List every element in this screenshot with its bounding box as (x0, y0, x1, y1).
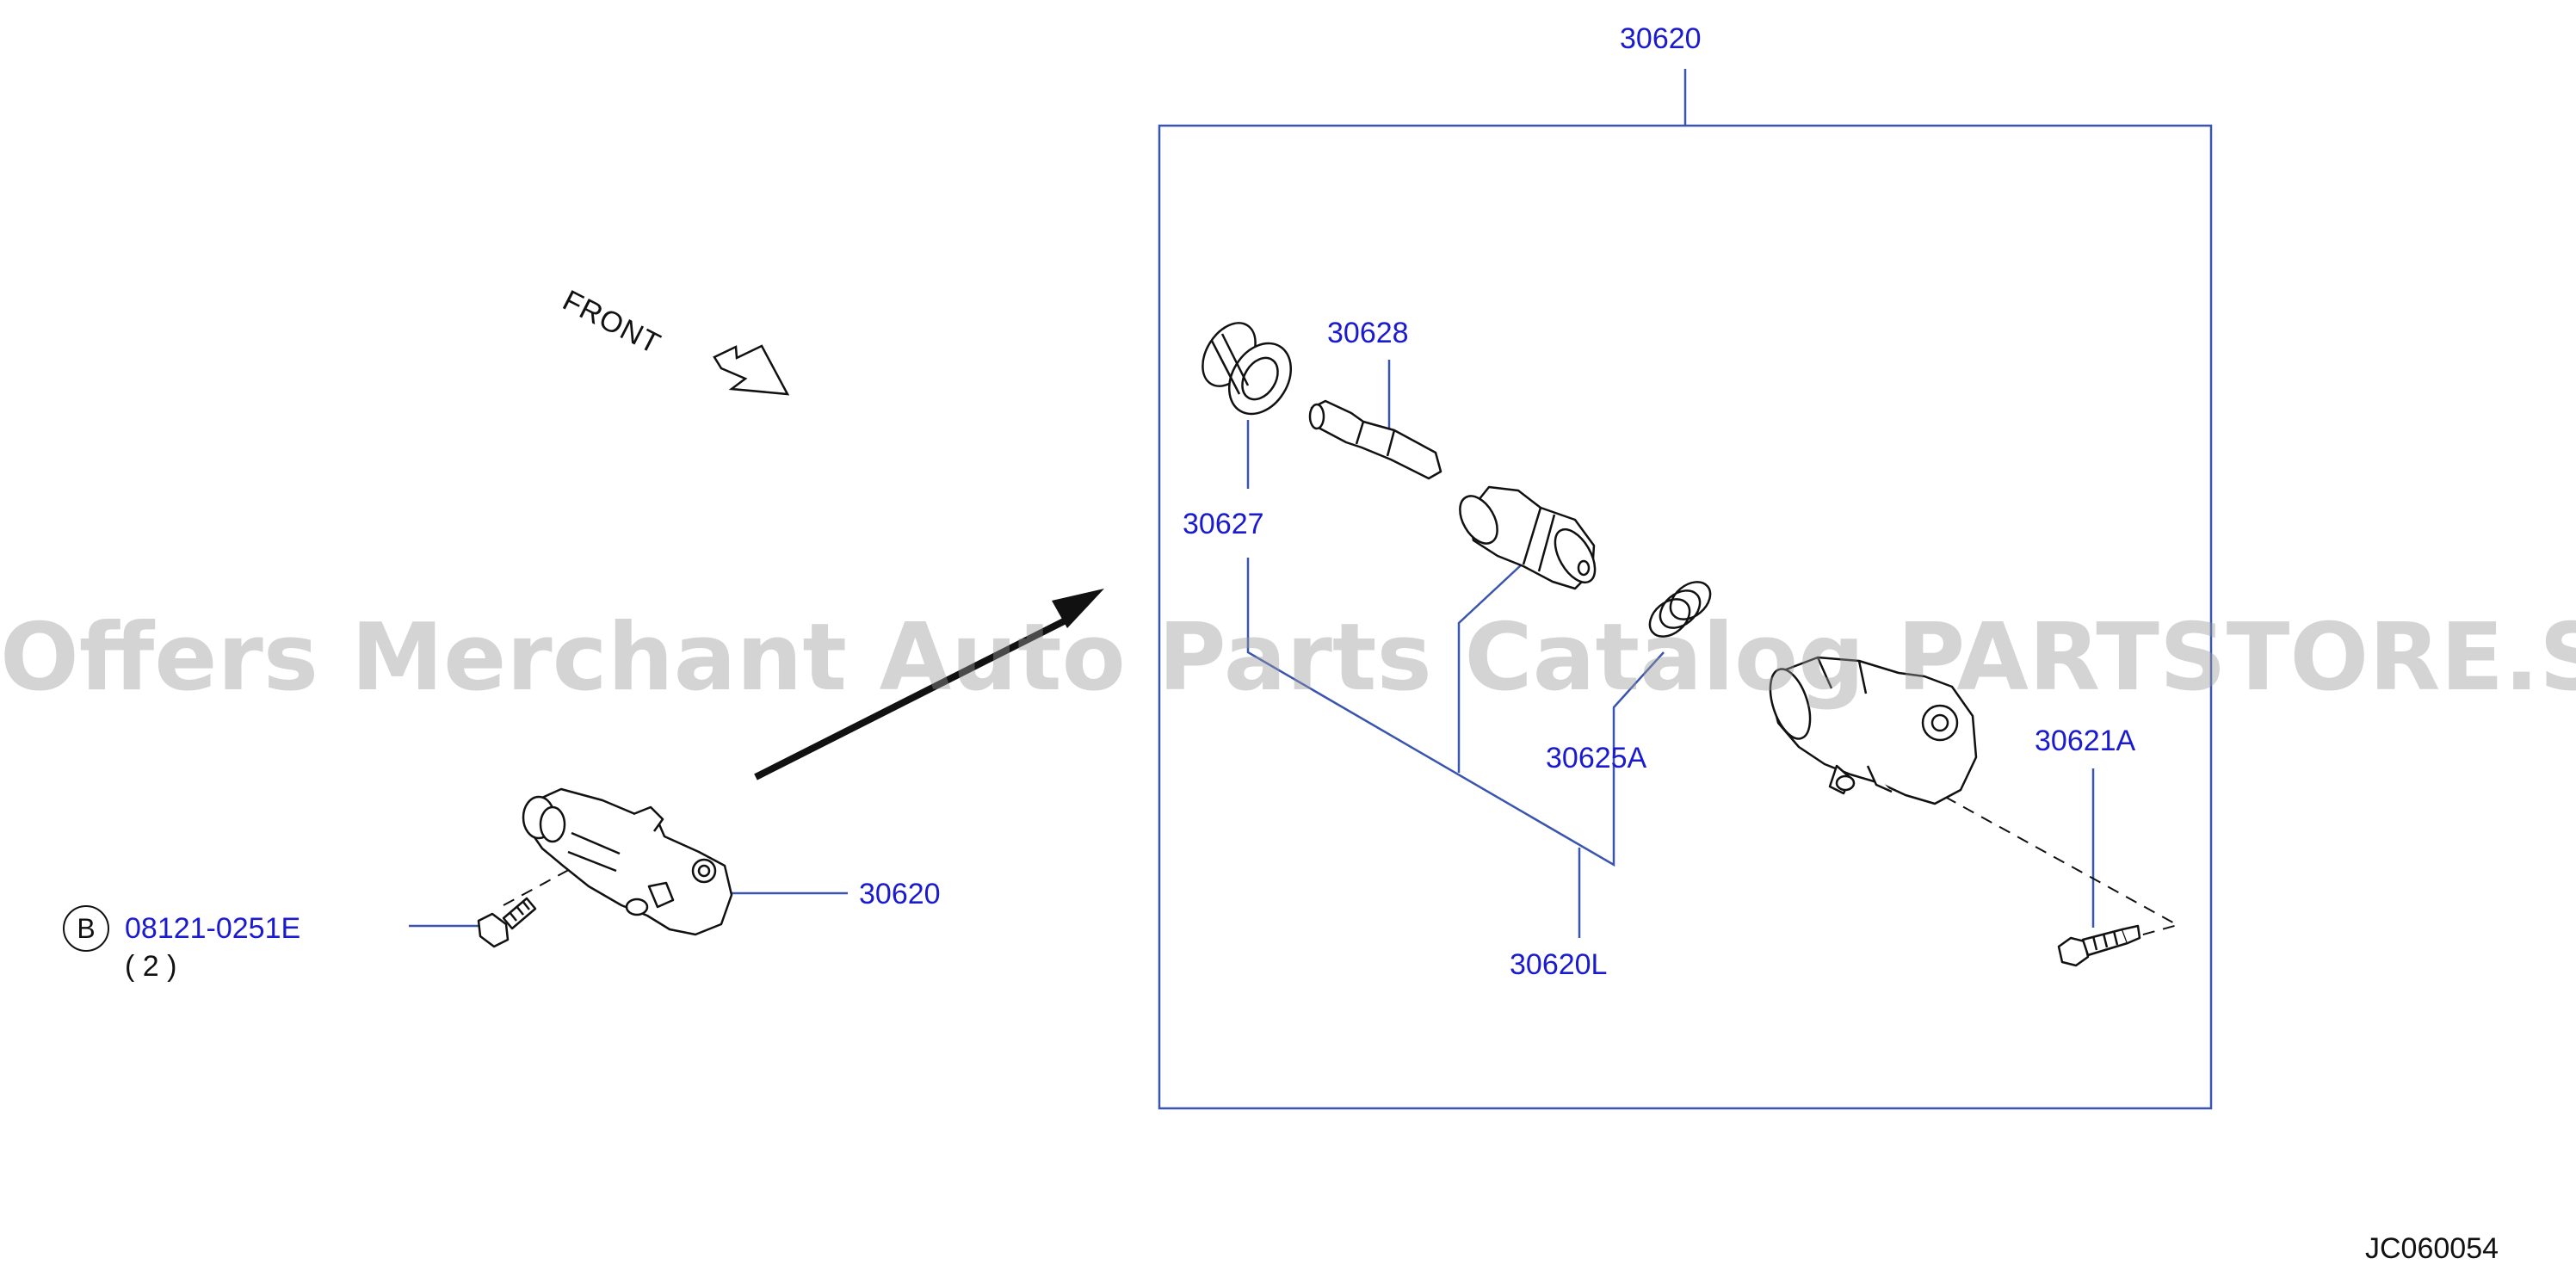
spring-icon (1648, 581, 1712, 638)
bleeder-screw-icon (2057, 924, 2141, 967)
piston-icon (1459, 485, 1597, 590)
dashed-guides (503, 796, 2180, 949)
callout-boot[interactable]: 30627 (1183, 508, 1264, 540)
push-rod-icon (1308, 399, 1442, 480)
front-arrow-icon (713, 344, 790, 396)
leader-piston (1457, 564, 1523, 773)
bolt-quantity: ( 2 ) (125, 950, 177, 983)
callout-spring[interactable]: 30625A (1546, 742, 1647, 774)
callout-bolt-part-number[interactable]: 08121-0251E (125, 912, 301, 945)
callout-assembly-top[interactable]: 30620 (1620, 22, 1702, 55)
assembly-direction-arrow (754, 589, 1104, 780)
diagram-code: JC060054 (2365, 1232, 2499, 1265)
leader-lines (409, 69, 2095, 938)
slave-cylinder-assembly-icon (522, 787, 733, 936)
callout-push-rod[interactable]: 30628 (1327, 317, 1409, 349)
callout-repair-kit[interactable]: 30620L (1510, 948, 1608, 981)
kit-box-frame (1158, 124, 2213, 1110)
boot-icon (1202, 322, 1293, 416)
leader-repair-kit-left (1246, 558, 1665, 867)
callout-assembly-left[interactable]: 30620 (859, 878, 941, 910)
callout-bleeder-screw[interactable]: 30621A (2035, 725, 2136, 757)
bolt-ref-badge: B (63, 905, 109, 952)
cylinder-body-icon (1769, 656, 1978, 805)
bolt-icon (477, 897, 537, 948)
